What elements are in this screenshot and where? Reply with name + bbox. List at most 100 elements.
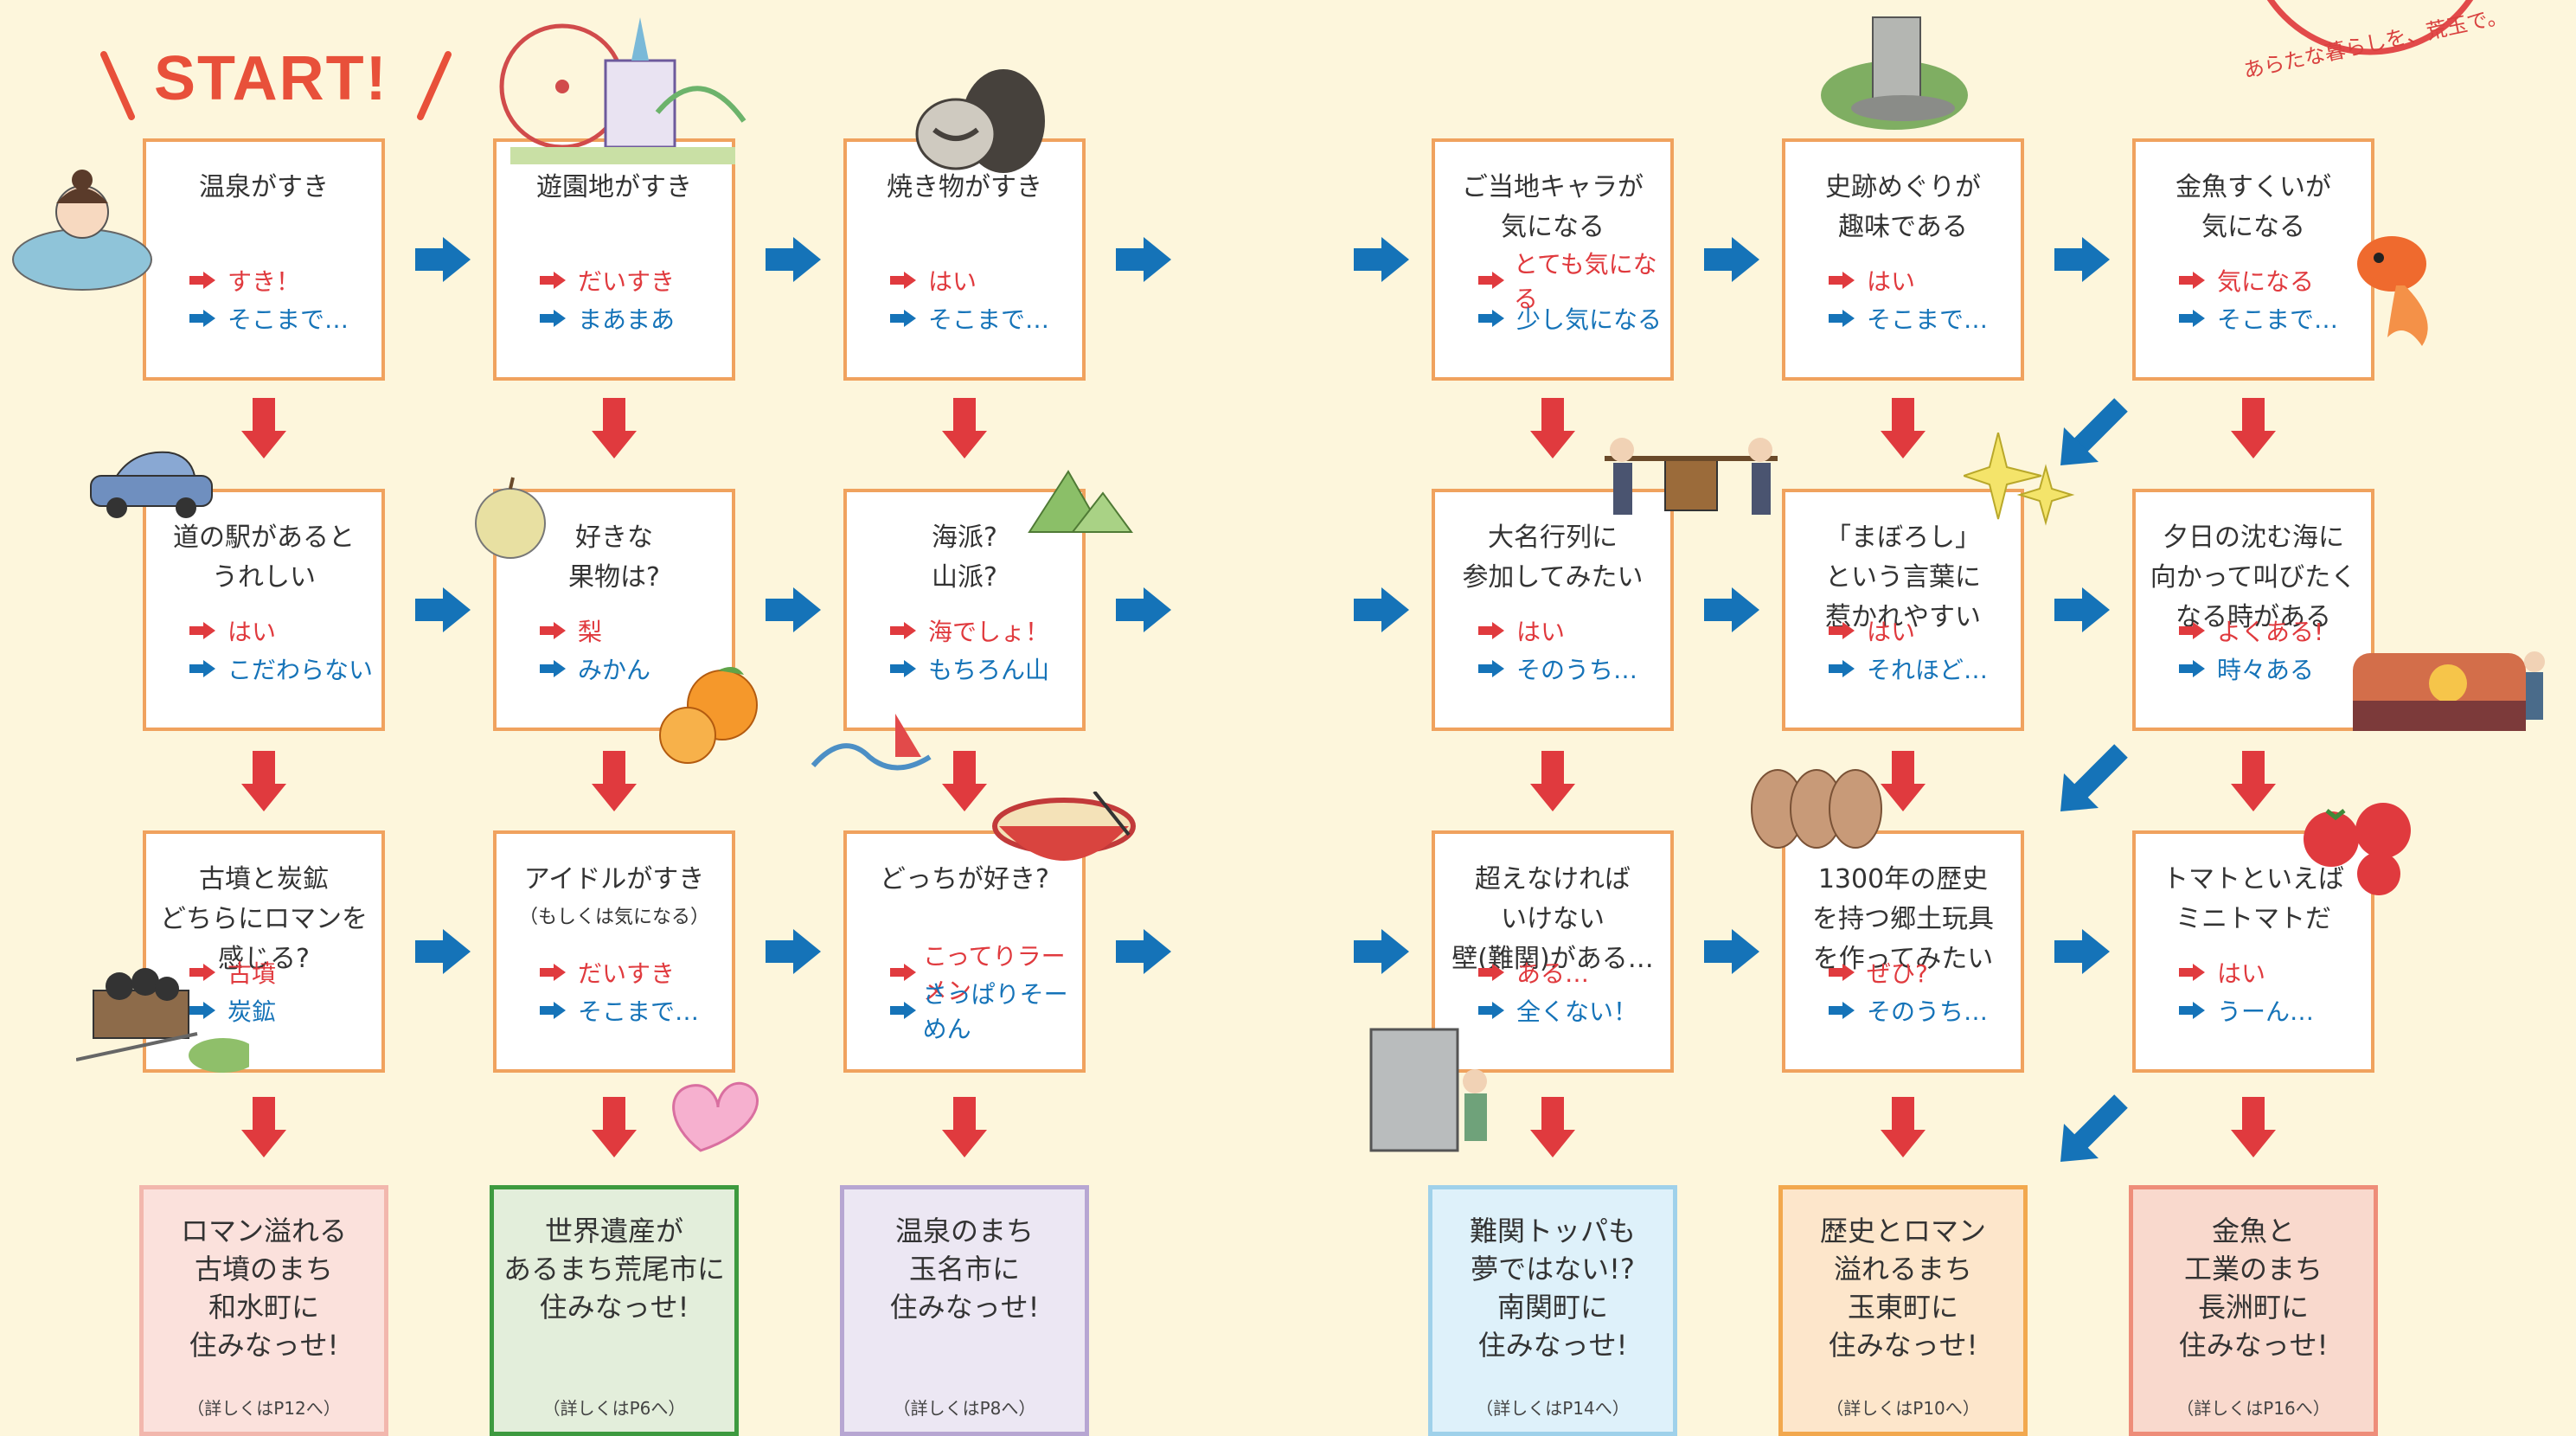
answer-yes-label: 古墳 [227, 959, 277, 988]
blue-arrow-icon [1478, 660, 1504, 677]
answer-yes[interactable]: はい [1478, 612, 1663, 650]
red-arrow-icon [2179, 272, 2205, 289]
diagonal-arrow-icon [2060, 744, 2128, 811]
result-box-r2: 世界遺産が あるまち荒尾市に 住みなっせ! （詳しくはP6へ） [490, 1185, 739, 1436]
red-arrow-icon [890, 964, 917, 981]
answer-yes[interactable]: 気になる [2179, 261, 2364, 299]
blue-arrow-icon [540, 660, 566, 677]
answer-yes-label: はい [1867, 618, 1916, 646]
answer-yes[interactable]: はい [890, 261, 1075, 299]
answer-no-label: そのうち… [1867, 997, 1989, 1026]
question-box-q10: 大名行列に 参加してみたい はい そのうち… [1432, 489, 1674, 731]
blue-arrow-icon [1478, 1002, 1504, 1019]
answer-no[interactable]: そのうち… [1478, 650, 1663, 688]
answer-yes[interactable]: すき！ [189, 261, 375, 299]
question-box-q2: 遊園地がすき だいすき まあまあ [493, 138, 735, 381]
down-arrow-icon [1530, 1097, 1575, 1159]
answers: はい そのうち… [1478, 612, 1663, 688]
answer-yes[interactable]: 梨 [540, 612, 725, 650]
answer-yes[interactable]: はい [1829, 612, 2014, 650]
answer-yes[interactable]: ある… [1478, 953, 1663, 991]
blue-arrow-icon [2179, 1002, 2205, 1019]
red-arrow-icon [189, 622, 215, 639]
answer-yes[interactable]: ぜひ? [1829, 953, 2014, 991]
result-page-reference: （詳しくはP8へ） [893, 1398, 1036, 1419]
answer-no[interactable]: まあまあ [540, 299, 725, 337]
answers: 気になる そこまで… [2179, 261, 2364, 337]
monkeys-illustration [1751, 769, 1882, 849]
question-box-q17: 1300年の歴史 を持つ郷土玩具 を作ってみたい ぜひ? そのうち… [1782, 830, 2024, 1073]
answer-no[interactable]: そこまで… [1829, 299, 2014, 337]
answer-no[interactable]: もちろん山 [890, 650, 1075, 688]
blue-arrow-icon [890, 660, 916, 677]
question-title: 夕日の沈む海に 向かって叫びたく なる時がある [2150, 522, 2357, 632]
answer-yes[interactable]: はい [2179, 953, 2364, 991]
right-arrow-icon [1116, 237, 1173, 282]
blue-arrow-icon [1829, 1002, 1855, 1019]
answer-no[interactable]: 炭鉱 [189, 991, 375, 1029]
answer-no[interactable]: さっぱりそーめん [890, 980, 1075, 1043]
answer-yes-label: ぜひ? [1867, 959, 1928, 988]
sunset-illustration [2353, 651, 2545, 731]
answer-no[interactable]: 時々ある [2179, 650, 2364, 688]
wall-illustration [1369, 1028, 1487, 1152]
answer-yes-label: だいすき [578, 959, 676, 988]
answer-no[interactable]: そのうち… [1829, 991, 2014, 1029]
result-box-r4: 難関トッパも 夢ではない!? 南関町に 住みなっせ! （詳しくはP14へ） [1428, 1185, 1677, 1436]
answer-yes[interactable]: はい [189, 612, 375, 650]
result-title: ロマン溢れる 古墳のまち 和水町に 住みなっせ! [180, 1215, 347, 1362]
red-arrow-icon [2179, 964, 2205, 981]
question-box-q3: 焼き物がすき はい そこまで… [843, 138, 1086, 381]
red-arrow-icon [540, 964, 566, 981]
blue-arrow-icon [890, 310, 916, 327]
answer-yes[interactable]: だいすき [540, 261, 725, 299]
down-arrow-icon [2231, 1097, 2276, 1159]
answer-yes[interactable]: よくある! [2179, 612, 2364, 650]
amusement-park-illustration [499, 17, 747, 164]
answer-yes[interactable]: はい [1829, 261, 2014, 299]
logo-circle [2266, 0, 2474, 55]
procession-illustration [1605, 438, 1778, 515]
question-title: 古墳と炭鉱 どちらにロマンを 感じる? [160, 864, 368, 974]
blue-arrow-icon [189, 660, 215, 677]
answer-no[interactable]: そこまで… [189, 299, 375, 337]
answer-no[interactable]: 全くない！ [1478, 991, 1663, 1029]
question-title: ご当地キャラが 気になる [1462, 172, 1644, 242]
red-arrow-icon [540, 622, 566, 639]
red-arrow-icon [189, 272, 215, 289]
red-arrow-icon [1478, 964, 1504, 981]
answer-no[interactable]: うーん… [2179, 991, 2364, 1029]
down-arrow-icon [1530, 398, 1575, 460]
answer-no[interactable]: そこまで… [540, 991, 725, 1029]
answer-yes[interactable]: 古墳 [189, 953, 375, 991]
answers: ぜひ? そのうち… [1829, 953, 2014, 1029]
answer-yes-label: だいすき [578, 267, 676, 296]
goldfish-illustration [2357, 236, 2428, 346]
answer-yes-label: はい [227, 618, 277, 646]
answer-yes[interactable]: 海でしょ！ [890, 612, 1075, 650]
blue-arrow-icon [1829, 310, 1855, 327]
answer-yes[interactable]: とても気になる [1478, 250, 1663, 313]
answer-yes[interactable]: だいすき [540, 953, 725, 991]
blue-arrow-icon [189, 1002, 215, 1019]
answer-no[interactable]: そこまで… [890, 299, 1075, 337]
heart-illustration [672, 1082, 759, 1152]
answer-yes[interactable]: こってりラーメン [890, 942, 1075, 1005]
answer-yes-label: 気になる [2217, 267, 2315, 296]
answer-yes-label: はい [1867, 267, 1916, 296]
answer-no[interactable]: こだわらない [189, 650, 375, 688]
question-box-q11: 「まぼろし」 という言葉に 惹かれやすい はい それほど… [1782, 489, 2024, 731]
answer-yes-label: はい [1516, 618, 1566, 646]
right-arrow-icon [1354, 929, 1411, 974]
answers: はい そこまで… [890, 261, 1075, 337]
red-arrow-icon [1478, 622, 1504, 639]
answer-no[interactable]: そこまで… [2179, 299, 2364, 337]
answer-no[interactable]: みかん [540, 650, 725, 688]
question-box-q18: トマトといえば ミニトマトだ はい うーん… [2132, 830, 2374, 1073]
right-arrow-icon [2054, 237, 2111, 282]
answer-no[interactable]: 少し気になる [1478, 299, 1663, 337]
answer-no[interactable]: それほど… [1829, 650, 2014, 688]
question-title: 金魚すくいが 気になる [2176, 172, 2331, 242]
result-box-r5: 歴史とロマン 溢れるまち 玉東町に 住みなっせ! （詳しくはP10へ） [1778, 1185, 2028, 1436]
answer-no-label: まあまあ [578, 305, 676, 334]
